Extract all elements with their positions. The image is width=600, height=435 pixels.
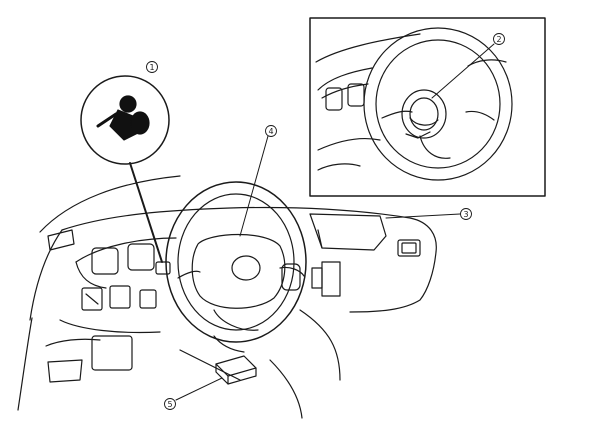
vent-right-inner <box>401 242 417 254</box>
callout-5: 5 <box>164 398 176 410</box>
svg-text:5: 5 <box>167 400 172 409</box>
center-stack <box>321 261 341 297</box>
switch-panel-1 <box>81 287 103 311</box>
lower-trim <box>45 338 101 347</box>
inset-wheel-rim-outer <box>363 27 513 181</box>
switch-panel-3 <box>139 289 157 309</box>
inset-airbag-module <box>401 89 447 139</box>
dashboard <box>17 175 461 419</box>
hood-release <box>47 359 83 383</box>
inset-dash-edge <box>315 33 421 63</box>
gauge-left <box>91 247 119 275</box>
wheel-hub <box>191 233 286 309</box>
inset-airbag-core <box>409 97 439 131</box>
knee-bolster <box>59 319 161 334</box>
srs-unit-side <box>227 367 257 385</box>
windshield-base <box>39 175 181 233</box>
floor-left <box>179 349 241 381</box>
cluster-hood-left <box>75 261 107 289</box>
switch-mark <box>85 293 99 305</box>
svg-text:3: 3 <box>463 210 468 219</box>
warning-light-bubble <box>80 75 170 263</box>
inset-wheel-rim-inner <box>375 39 501 169</box>
center-stack-knob <box>311 267 323 289</box>
inset-cluster-top <box>317 67 373 91</box>
passenger-airbag-lid <box>309 213 387 251</box>
switch-panel-2 <box>109 285 131 309</box>
spoke-left <box>177 270 201 279</box>
inset-airbag-harness <box>409 117 439 126</box>
leader-line-5 <box>175 377 223 401</box>
inset-spoke-left <box>381 110 413 119</box>
leader-line-3 <box>385 213 461 219</box>
svg-text:4: 4 <box>268 127 273 136</box>
door-edge <box>17 317 33 411</box>
warning-bubble-circle <box>80 75 170 165</box>
leader-line-2 <box>431 43 495 99</box>
leader-line-1 <box>129 162 163 263</box>
inset-column <box>317 163 361 171</box>
callout-2: 2 <box>493 33 505 45</box>
cluster-hood-top <box>75 237 177 263</box>
srs-control-unit <box>175 355 257 401</box>
inset-frame <box>309 17 546 197</box>
inset-dash-lower <box>317 137 381 151</box>
vent-left <box>47 229 75 251</box>
column-shroud <box>213 335 245 353</box>
gauge-center <box>127 243 155 271</box>
leader-line-4 <box>239 135 269 237</box>
spoke-right-pad <box>281 263 301 291</box>
dash-right-end <box>349 251 437 313</box>
console-right <box>299 309 341 381</box>
wheel-rim-inner <box>177 193 295 331</box>
wheel-emblem <box>231 255 261 281</box>
svg-text:2: 2 <box>496 35 501 44</box>
a-pillar <box>29 229 63 321</box>
srs-unit-top <box>215 355 257 377</box>
inset-airbag-connector <box>405 131 431 139</box>
console-lower <box>269 359 303 419</box>
passenger-airbag-edge <box>317 229 323 249</box>
wheel-rim-outer <box>165 181 307 343</box>
warning-light-location <box>155 261 171 275</box>
svg-text:1: 1 <box>149 63 154 72</box>
callout-4: 4 <box>265 125 277 137</box>
airbag-warning-icon <box>96 95 150 141</box>
fuse-panel <box>91 335 133 371</box>
vent-right <box>397 239 421 257</box>
spoke-bottom <box>213 309 259 331</box>
inset-cluster-lower <box>321 83 369 99</box>
inset-spoke-bottom <box>419 135 451 159</box>
inset-spoke-right <box>465 110 495 121</box>
callout-1: 1 <box>146 61 158 73</box>
inset-gauge-left <box>325 87 343 111</box>
inset-detail <box>309 17 546 197</box>
steering-wheel <box>165 135 307 353</box>
callout-3: 3 <box>460 208 472 220</box>
